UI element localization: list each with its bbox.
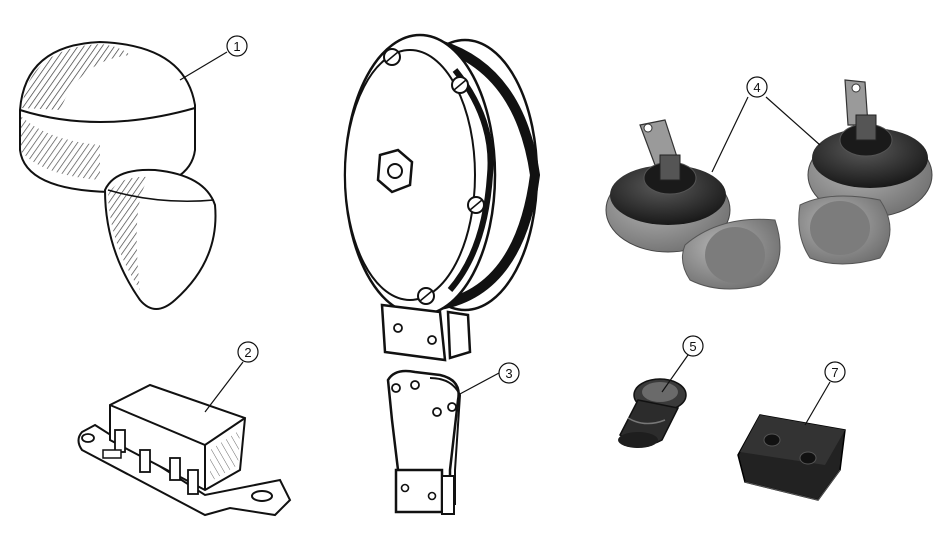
callout-1: 1 bbox=[226, 35, 248, 57]
callout-4: 4 bbox=[746, 76, 768, 98]
callout-2: 2 bbox=[237, 341, 259, 363]
mounting-bracket-icon bbox=[386, 369, 462, 515]
callout-3: 3 bbox=[498, 362, 520, 384]
callout-5: 5 bbox=[682, 335, 704, 357]
callout-number: 5 bbox=[689, 339, 696, 354]
callout-7: 7 bbox=[824, 361, 846, 383]
leader-line-2 bbox=[204, 361, 244, 413]
callout-number: 3 bbox=[505, 366, 512, 381]
horn-pair-icon bbox=[605, 79, 933, 290]
relay-icon bbox=[77, 383, 292, 517]
callout-number: 7 bbox=[831, 365, 838, 380]
cover-dome-icon bbox=[19, 40, 217, 310]
leader-line-5 bbox=[661, 354, 689, 393]
callout-number: 2 bbox=[244, 345, 251, 360]
callout-number: 4 bbox=[753, 80, 760, 95]
grommet-icon bbox=[618, 378, 687, 448]
leader-line-4a bbox=[711, 96, 749, 173]
leader-line-4b bbox=[765, 96, 821, 146]
leader-line-1 bbox=[179, 51, 228, 81]
callout-number: 1 bbox=[233, 39, 240, 54]
leader-line-3 bbox=[457, 372, 500, 396]
rubber-block-icon bbox=[737, 414, 846, 501]
leader-lines bbox=[179, 51, 831, 426]
horn-drawing-icon bbox=[343, 33, 541, 362]
leader-line-7 bbox=[804, 381, 831, 426]
